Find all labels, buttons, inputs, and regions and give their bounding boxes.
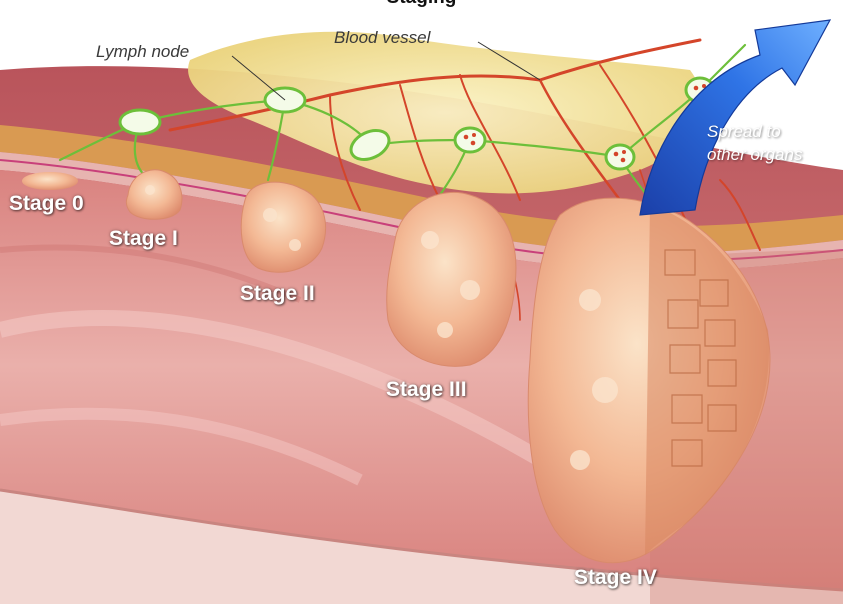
tumor-stage-0 xyxy=(22,172,78,190)
stage-2-label: Stage II xyxy=(240,282,315,306)
lymph-node-label: Lymph node xyxy=(96,42,189,62)
lymph-node-metastatic xyxy=(455,128,485,152)
figure-title: Staging xyxy=(0,0,843,9)
lymph-node xyxy=(120,110,160,134)
stage-0-label: Stage 0 xyxy=(9,192,84,216)
stage-1-label: Stage I xyxy=(109,227,178,251)
stage-4-label: Stage IV xyxy=(574,566,657,590)
stage-3-label: Stage III xyxy=(386,378,467,402)
tumor-stage-3 xyxy=(387,192,516,366)
lymph-node-metastatic xyxy=(606,145,634,169)
spread-label-line1: Spread to xyxy=(707,120,781,143)
tumor-stage-2 xyxy=(241,182,325,272)
blood-vessel-label: Blood vessel xyxy=(334,28,430,48)
spread-label-line2: other organs xyxy=(707,143,802,166)
